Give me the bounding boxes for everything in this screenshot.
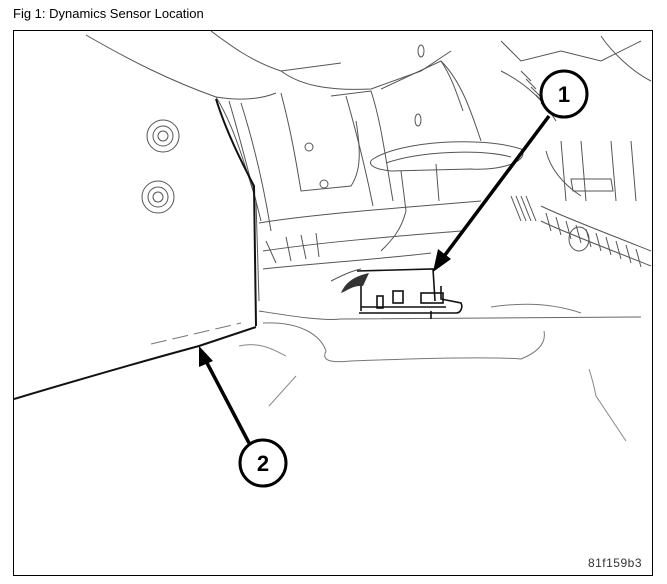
figure-illustration: 1 2 81f159b3 [13,30,653,576]
callout-1: 1 [539,69,589,119]
callout-2: 2 [238,438,288,488]
figure-part-code: 81f159b3 [587,556,642,570]
callout-1-label: 1 [558,82,570,107]
callout-arrow-2 [199,346,251,444]
dynamics-sensor [356,268,463,319]
illustration-drawing: 1 2 [14,31,652,488]
callout-2-label: 2 [257,451,269,476]
callout-arrow-1 [433,114,551,272]
figure-caption: Fig 1: Dynamics Sensor Location [13,6,204,21]
